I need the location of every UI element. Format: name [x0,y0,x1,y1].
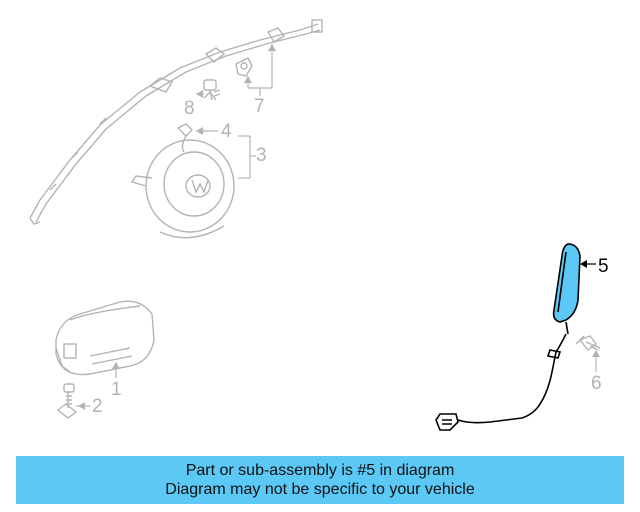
leader-arrowheads [78,44,600,410]
bolt-part-2 [56,383,78,419]
clip-part-7 [235,57,253,77]
callout-4: 4 [221,121,232,142]
parts-diagram [29,19,601,431]
curtain-airbag-part-7 [29,19,323,225]
connector-part-4 [176,123,193,153]
callout-6: 6 [591,373,602,394]
callout-7: 7 [254,96,265,117]
bolt-part-6 [575,335,601,351]
side-airbag-part-5 [552,243,581,335]
bolt-part-8 [203,79,221,101]
callout-1: 1 [111,379,122,400]
callout-8: 8 [184,98,195,119]
callout-5: 5 [598,256,609,277]
info-banner: Part or sub-assembly is #5 in diagram Di… [16,456,624,504]
callout-3: 3 [256,145,267,166]
leader-lines-part-7 [247,44,273,96]
steering-airbag-part-3 [130,139,235,239]
passenger-airbag-part-1 [55,300,155,376]
wire-harness-part-5 [435,333,567,431]
callout-2: 2 [92,396,103,417]
banner-line-2: Diagram may not be specific to your vehi… [165,481,475,498]
banner-line-1: Part or sub-assembly is #5 in diagram [185,462,455,479]
